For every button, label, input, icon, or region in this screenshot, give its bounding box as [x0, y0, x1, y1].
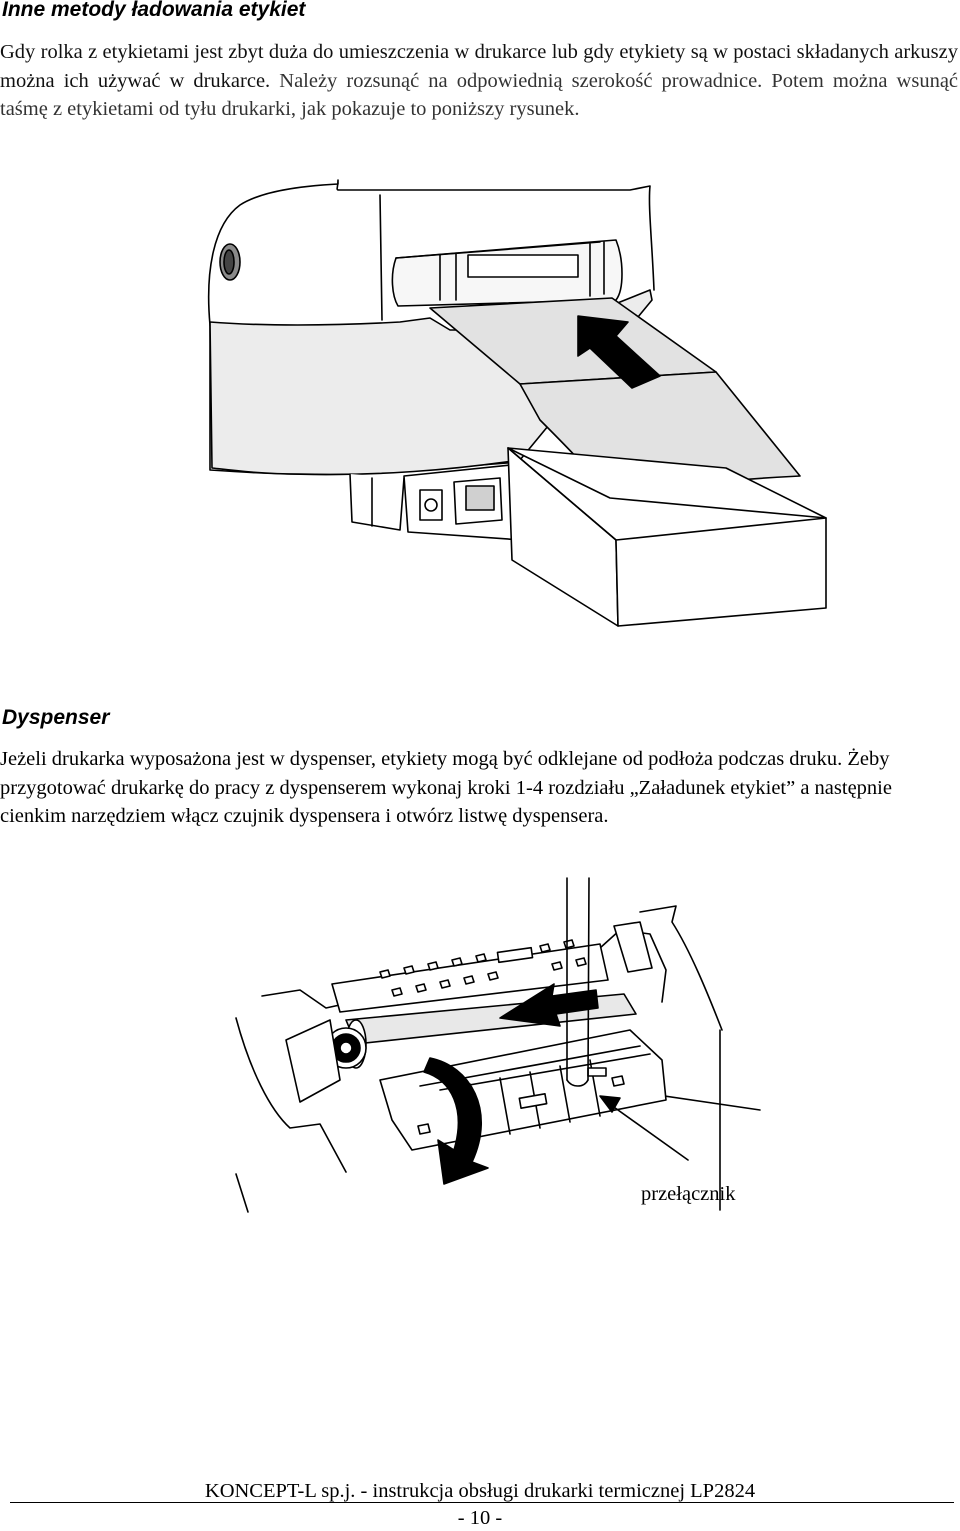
printer-housing	[235, 1017, 347, 1173]
paragraph-fanfold-loading: Gdy rolka z etykietami jest zbyt duża do…	[0, 38, 958, 124]
dispenser-bar	[379, 1029, 667, 1151]
page-number: - 10 -	[457, 1507, 503, 1529]
footer-divider	[10, 1502, 954, 1503]
tool-direction-arrow	[499, 983, 599, 1027]
dispenser-frame	[261, 929, 667, 1009]
paragraph-dispenser: Jeżeli drukarka wyposażona jest w dyspen…	[0, 748, 892, 827]
footer-title: KONCEPT-L sp.j. - instrukcja obsługi dru…	[204, 1480, 756, 1502]
switch-label: przełącznik	[641, 1183, 736, 1205]
switch-leader-line	[603, 1099, 689, 1161]
paragraph-fanfold-loading-end: Należy rozsunąć na odpowiednią szerokość…	[0, 69, 959, 121]
section-heading-other-loading-methods: Inne metody ładowania etykiet	[2, 0, 306, 21]
figure-rear-feed-printer	[207, 179, 827, 627]
thin-tool	[566, 877, 590, 1081]
printer-base	[349, 473, 405, 531]
open-direction-arrow	[423, 1057, 489, 1185]
figure-dispenser-switch	[235, 877, 761, 1213]
paragraph-fanfold-loading-start: Gdy rolka z etykietami jest zbyt duża do…	[0, 41, 958, 92]
section-heading-dispenser: Dyspenser	[2, 706, 110, 729]
feed-direction-arrow	[577, 315, 661, 389]
